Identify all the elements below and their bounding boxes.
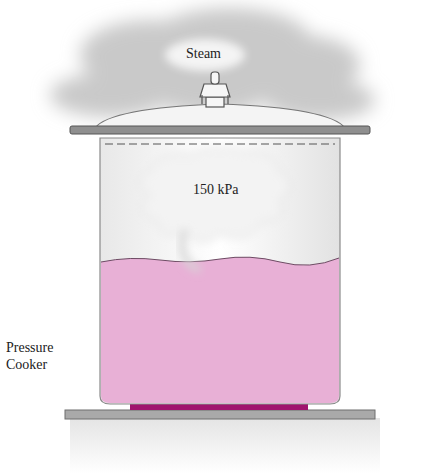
liquid-surface xyxy=(101,257,339,265)
pressure-cooker-label: Pressure Cooker xyxy=(6,340,70,374)
lid-seal-line xyxy=(105,144,335,145)
inner-steam xyxy=(140,147,290,242)
stove-base xyxy=(70,418,380,473)
steam-cloud xyxy=(50,8,375,120)
steam-label: Steam xyxy=(186,46,221,63)
pot-body xyxy=(100,138,340,404)
stove-top xyxy=(65,410,375,419)
liquid xyxy=(101,257,339,403)
pressure-value: 150 kPa xyxy=(193,182,239,199)
pressure-valve xyxy=(200,72,230,107)
lid-rim-handles xyxy=(70,126,370,134)
